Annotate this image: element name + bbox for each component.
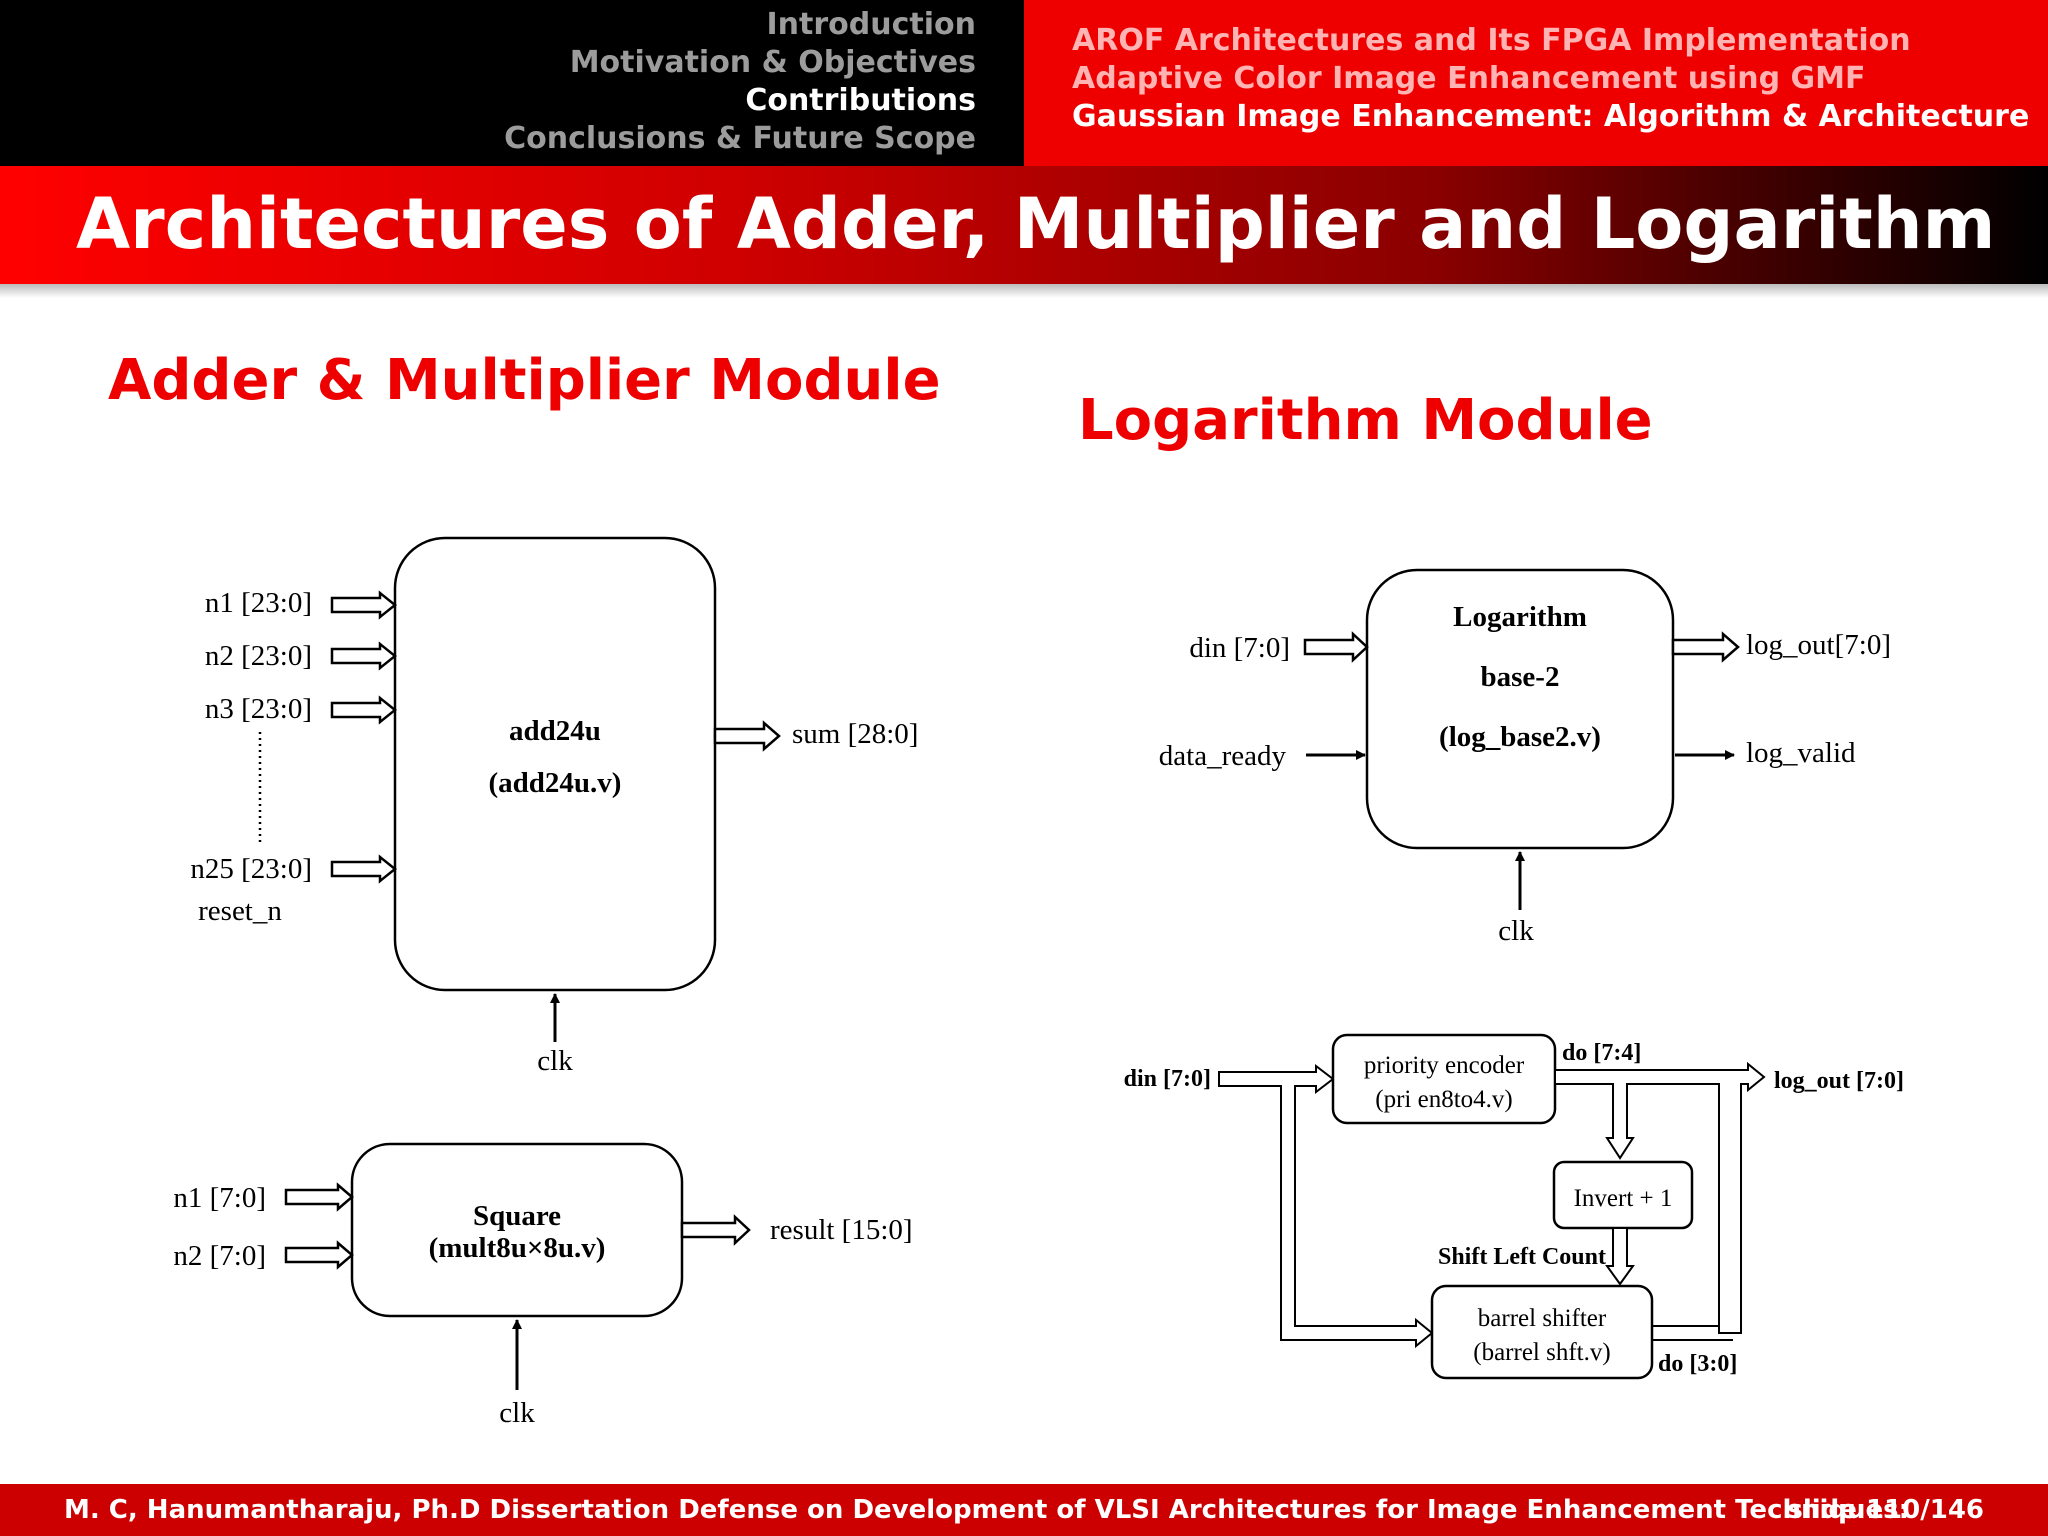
square-input-arrow-1 [284, 1182, 354, 1212]
log-internal-diagram: din [7:0] priority encoder (pri en8to4.v… [1124, 1033, 1904, 1380]
adder-input-arrow-2 [330, 641, 398, 671]
barrel-shifter-line2: (barrel shft.v) [1473, 1339, 1610, 1366]
internal-do-lo-label: do [3:0] [1658, 1351, 1737, 1377]
slide-number: slide 110/146 [1787, 1495, 1984, 1525]
internal-din-bus [1218, 1063, 1434, 1349]
adder-input-label-2: n2 [23:0] [205, 640, 312, 672]
adder-reset-label: reset_n [198, 895, 282, 927]
log-out-arrow [1671, 631, 1740, 663]
slide-title: Architectures of Adder, Multiplier and L… [76, 183, 1996, 265]
nav-sections-panel: Introduction Motivation & Objectives Con… [0, 0, 1024, 166]
adder-file: (add24u.v) [489, 767, 622, 799]
nav-subsections: AROF Architectures and Its FPGA Implemen… [1072, 22, 2029, 136]
log-out-label: log_out[7:0] [1746, 629, 1891, 661]
adder-input-arrow-25 [330, 854, 398, 884]
logarithm-line1: Logarithm [1453, 601, 1587, 633]
internal-do-hi-bus [1554, 1061, 1766, 1334]
square-input-label-2: n2 [7:0] [173, 1240, 266, 1272]
internal-din-label: din [7:0] [1124, 1066, 1211, 1092]
logarithm-block [1365, 568, 1675, 850]
adder-input-arrow-3 [330, 695, 398, 725]
internal-do-lo-bus [1652, 1325, 1733, 1341]
logarithm-line2: base-2 [1481, 661, 1560, 693]
internal-shift-bus [1605, 1227, 1635, 1286]
nav-sub-arof[interactable]: AROF Architectures and Its FPGA Implemen… [1072, 23, 1911, 58]
adder-diagram: add24u (add24u.v) n1 [23:0] n2 [23:0] n3… [190, 536, 918, 1077]
nav-sub-adaptive-color[interactable]: Adaptive Color Image Enhancement using G… [1072, 61, 1866, 96]
logarithm-diagram: Logarithm base-2 (log_base2.v) din [7:0]… [1159, 568, 1891, 947]
barrel-shifter-line1: barrel shifter [1478, 1305, 1607, 1332]
adder-input-label-3: n3 [23:0] [205, 693, 312, 725]
footer-text: M. C, Hanumantharaju, Ph.D Dissertation … [64, 1495, 1910, 1525]
nav-sections: Introduction Motivation & Objectives Con… [504, 6, 976, 158]
internal-do-hi-label: do [7:4] [1562, 1040, 1641, 1066]
square-output-label: result [15:0] [770, 1214, 913, 1246]
square-input-label-1: n1 [7:0] [173, 1182, 266, 1214]
square-clk-label: clk [499, 1397, 535, 1429]
log-valid-label: log_valid [1746, 737, 1856, 769]
adder-multiplier-heading: Adder & Multiplier Module [108, 348, 941, 413]
logarithm-heading: Logarithm Module [1078, 388, 1653, 453]
title-bar: Architectures of Adder, Multiplier and L… [0, 166, 2048, 284]
invert-label: Invert + 1 [1574, 1185, 1673, 1212]
square-name: Square [473, 1200, 561, 1232]
adder-input-label-25: n25 [23:0] [190, 853, 312, 885]
title-shadow [0, 284, 2048, 298]
footer-bar: M. C, Hanumantharaju, Ph.D Dissertation … [0, 1484, 2048, 1536]
adder-block [393, 536, 717, 992]
adder-input-label-1: n1 [23:0] [205, 587, 312, 619]
adder-output-label: sum [28:0] [792, 718, 918, 750]
adder-clk-label: clk [537, 1045, 573, 1077]
log-din-arrow [1303, 631, 1369, 663]
nav-sub-gaussian[interactable]: Gaussian Image Enhancement: Algorithm & … [1072, 99, 2030, 134]
log-ready-label: data_ready [1159, 740, 1287, 772]
log-din-label: din [7:0] [1189, 632, 1290, 664]
priority-encoder-line1: priority encoder [1364, 1052, 1525, 1079]
nav-conclusions-future-scope[interactable]: Conclusions & Future Scope [504, 121, 976, 156]
square-diagram: Square (mult8u×8u.v) n1 [7:0] n2 [7:0] r… [173, 1142, 913, 1429]
log-clk-label: clk [1498, 915, 1534, 947]
logarithm-line3: (log_base2.v) [1439, 721, 1601, 753]
nav-motivation-objectives[interactable]: Motivation & Objectives [569, 45, 976, 80]
priority-encoder-line2: (pri en8to4.v) [1375, 1086, 1512, 1113]
square-input-arrow-2 [284, 1240, 354, 1270]
square-file: (mult8u×8u.v) [429, 1232, 606, 1264]
adder-input-arrow-1 [330, 590, 398, 620]
square-output-arrow [680, 1214, 751, 1246]
nav-introduction[interactable]: Introduction [766, 7, 976, 42]
internal-log-out-label: log_out [7:0] [1774, 1068, 1904, 1094]
nav-contributions[interactable]: Contributions [745, 83, 976, 118]
adder-output-arrow [713, 720, 781, 752]
barrel-shifter-block [1430, 1284, 1654, 1380]
nav-subsections-panel: AROF Architectures and Its FPGA Implemen… [1024, 0, 2048, 166]
adder-name: add24u [509, 715, 601, 747]
internal-shift-label: Shift Left Count [1438, 1244, 1606, 1270]
